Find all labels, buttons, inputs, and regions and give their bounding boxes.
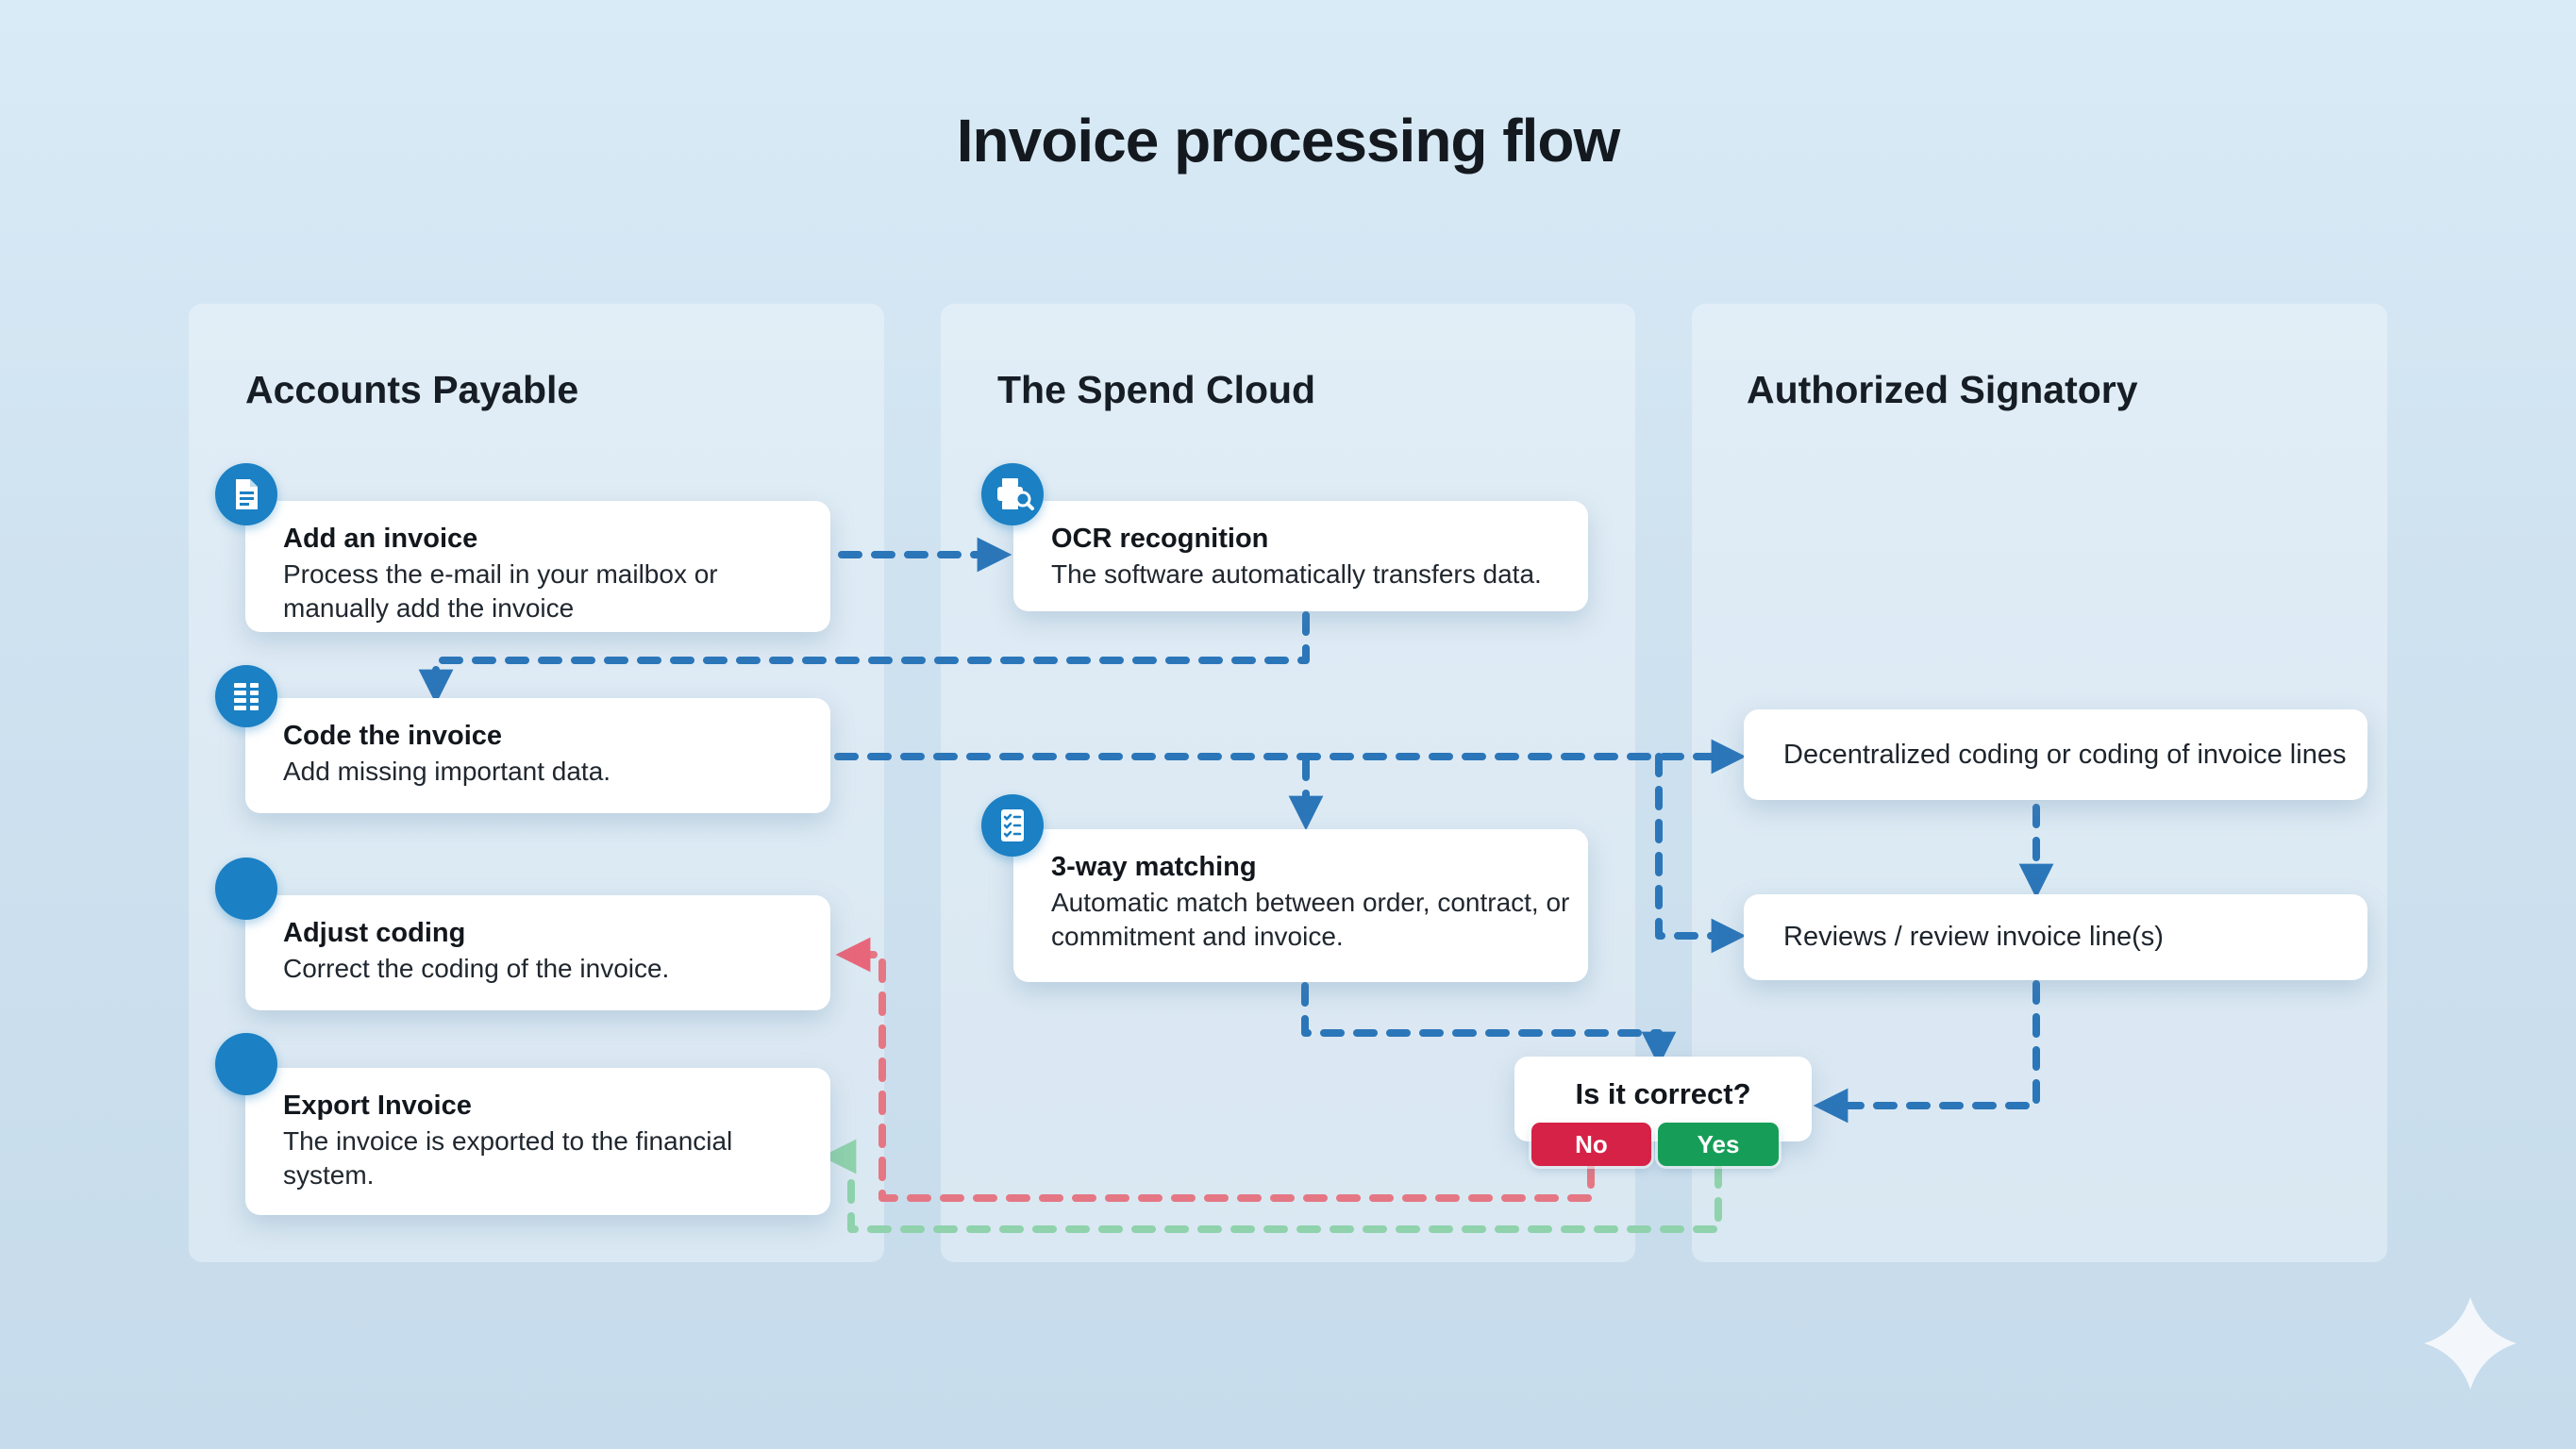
step-description: Process the e-mail in your mailbox or ma… [283,559,718,623]
checklist-icon [981,794,1044,857]
step-description: Add missing important data. [283,757,611,787]
step-title: OCR recognition [1051,524,1269,554]
column-header-spend-cloud: The Spend Cloud [997,368,1316,411]
step-description: The software automatically transfers dat… [1051,559,1542,590]
step-title: Code the invoice [283,721,503,751]
step-ocr-recognition: OCR recognition The software automatical… [1013,501,1588,611]
decision-is-it-correct: Is it correct? No Yes [1514,1057,1812,1166]
step-title: Adjust coding [283,918,466,948]
step-decentralized-coding: Decentralized coding or coding of invoic… [1744,709,2367,800]
coding-table-icon [215,665,277,727]
step-title: Reviews / review invoice line(s) [1783,922,2164,952]
step-add-invoice: Add an invoice Process the e-mail in you… [245,501,830,632]
step-title: Add an invoice [283,524,478,554]
step-export-invoice: Export Invoice The invoice is exported t… [245,1068,830,1215]
ocr-scanner-icon [981,463,1044,525]
step-description: The invoice is exported to the financial… [283,1126,733,1190]
step-title: Decentralized coding or coding of invoic… [1783,739,2347,770]
no-button[interactable]: No [1531,1123,1651,1166]
column-header-authorized-signatory: Authorized Signatory [1747,368,2138,411]
step-adjust-coding: Adjust coding Correct the coding of the … [245,895,830,1010]
invoice-document-icon [215,463,277,525]
step-title: 3-way matching [1051,852,1257,882]
page-title: Invoice processing flow [956,107,1621,175]
circle-badge-icon [215,858,277,920]
step-3way-matching: 3-way matching Automatic match between o… [1013,829,1588,982]
step-reviews: Reviews / review invoice line(s) [1744,894,2367,980]
circle-badge-icon [215,1033,277,1095]
step-code-invoice: Code the invoice Add missing important d… [245,698,830,813]
step-title: Export Invoice [283,1091,472,1121]
yes-button[interactable]: Yes [1658,1123,1779,1166]
column-header-accounts-payable: Accounts Payable [245,368,579,411]
decision-question: Is it correct? [1575,1077,1751,1110]
step-description: Correct the coding of the invoice. [283,954,670,984]
step-description: Automatic match between order, contract,… [1051,888,1570,951]
